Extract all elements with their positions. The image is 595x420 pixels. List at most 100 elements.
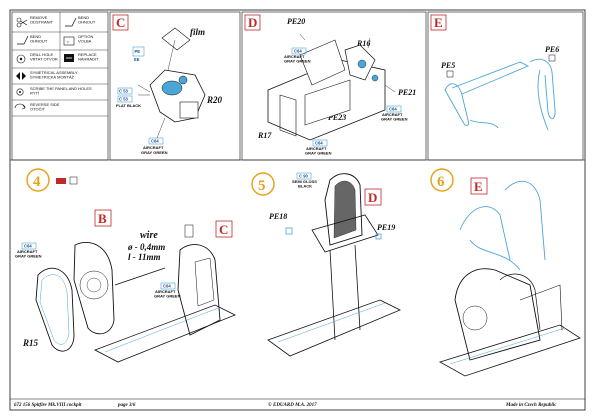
- belt-part: [444, 58, 556, 131]
- step4-aircraft-mid: AIRCRAFT: [155, 289, 176, 294]
- r17-label: R17: [257, 131, 272, 140]
- step-4-b-letter: B: [98, 211, 107, 226]
- step-4-c-letter: C: [219, 222, 228, 237]
- step-6-e-letter: E: [474, 179, 483, 194]
- semi-gloss-label: SEMI GLOSS: [292, 179, 317, 184]
- svg-text:?: ?: [67, 40, 70, 45]
- wire-part: [114, 267, 166, 286]
- pe-callout: [132, 46, 145, 57]
- pe20-label: PE20: [287, 17, 305, 26]
- c53b-code: C 53: [119, 97, 129, 102]
- pe23-label: PE23: [328, 113, 346, 122]
- step4-gray-green-left: GRAY GREEN: [15, 254, 42, 259]
- panel-d: D PE20 R16 PE21 PE23 R17 C64 AIRCRAFT GR…: [241, 11, 427, 161]
- step-6-badge: [430, 168, 454, 192]
- drill-icon: [16, 54, 26, 64]
- scissors-icon: [16, 17, 28, 28]
- pe-sub-label: EE: [134, 57, 140, 62]
- panel-e-letter: E: [434, 15, 443, 30]
- pe6-label: PE6: [545, 45, 559, 54]
- panel-e: E PE5 PE6: [427, 11, 584, 161]
- step-5-badge: [251, 172, 275, 196]
- d-aircraft-c: AIRCRAFT: [306, 146, 327, 151]
- r15-label: R15: [22, 338, 39, 348]
- step-5: 5 D C 90 SEMI GLOSS BLACK PE18 PE19: [251, 172, 401, 357]
- symmetry-icon: [16, 72, 26, 80]
- footer-origin: Made in Czech Republic: [505, 403, 557, 408]
- pe19-label: PE19: [377, 223, 395, 232]
- step4-c64-left: C64: [24, 244, 32, 249]
- cockpit-assembly-part: [438, 268, 581, 377]
- step-6-number: 6: [437, 174, 445, 190]
- reverse-icon: [14, 103, 26, 110]
- footer-kit-title: 672 156 Spitfire Mk.VIII cockpit: [14, 403, 82, 408]
- cockpit-floor-part: [94, 224, 236, 363]
- aircraft-label: AIRCRAFT: [143, 145, 164, 150]
- d-c64c-code: C64: [315, 141, 323, 146]
- d-aircraft-b: AIRCRAFT: [382, 112, 403, 117]
- panel-c: C film PE EE C 53 C 53 FLAT BLACK R20 C6…: [109, 11, 241, 161]
- step-4: 4 B C wire ø - 0,4mm l - 11mm C64 AIRCRA…: [15, 168, 236, 363]
- seat-frame-part: [267, 33, 396, 141]
- replace-icon: [64, 54, 74, 62]
- film-part: [161, 27, 191, 51]
- d-aircraft-a: AIRCRAFT: [284, 54, 305, 59]
- gray-green-label: GRAY GREEN: [141, 150, 168, 155]
- step-4-number: 4: [33, 174, 41, 190]
- d-gray-green-c: GRAY GREEN: [305, 151, 332, 156]
- d-c64b-code: C64: [389, 107, 397, 112]
- bend-icon: [17, 35, 29, 45]
- panel-c-letter: C: [116, 15, 125, 30]
- flat-black-label: FLAT BLACK: [116, 103, 141, 108]
- d-gray-green-b: GRAY GREEN: [381, 117, 408, 122]
- step-5-number: 5: [258, 178, 266, 194]
- pe21-label: PE21: [398, 88, 416, 97]
- belt-assembly-part: [459, 180, 546, 271]
- footer-page: page 3/6: [117, 403, 136, 408]
- r16-label: R16: [356, 39, 370, 48]
- bulkhead-part: [35, 241, 115, 352]
- pe18-label: PE18: [269, 212, 287, 221]
- page-border: [9, 9, 586, 411]
- seat-assembly-part: [267, 173, 401, 357]
- wire-diameter: ø - 0,4mm: [127, 242, 165, 252]
- c53-code: C 53: [119, 89, 129, 94]
- wire-label: wire: [140, 230, 158, 241]
- step4-c64-mid: C64: [163, 284, 171, 289]
- pe-label: PE: [135, 49, 141, 54]
- step4-gray-green-mid: GRAY GREEN: [154, 294, 181, 299]
- option-icon: ?: [63, 36, 75, 46]
- d-gray-green-a: GRAY GREEN: [284, 59, 311, 64]
- wire-length: l - 11mm: [128, 252, 161, 262]
- r20-label: R20: [206, 95, 223, 105]
- bend-icon: [65, 17, 77, 27]
- replace-marker: [56, 178, 66, 184]
- step4-aircraft-left: AIRCRAFT: [17, 249, 38, 254]
- scribe-icon: [16, 88, 24, 96]
- pe5-label: PE5: [441, 61, 455, 70]
- footer-copyright: © EDUARD M.A. 2017: [268, 402, 317, 408]
- c64-code: C64: [151, 139, 159, 144]
- d-c64a-code: C64: [294, 49, 302, 54]
- panel-d-letter: D: [248, 15, 257, 30]
- step-6: 6 E: [430, 168, 581, 377]
- step-5-d-letter: D: [368, 190, 377, 205]
- c90-code: C 90: [299, 174, 309, 179]
- option-marker: [69, 176, 78, 185]
- instrument-part: [137, 69, 206, 123]
- black-label: BLACK: [298, 184, 312, 189]
- step-4-badge: [26, 168, 50, 192]
- film-label: film: [190, 27, 205, 37]
